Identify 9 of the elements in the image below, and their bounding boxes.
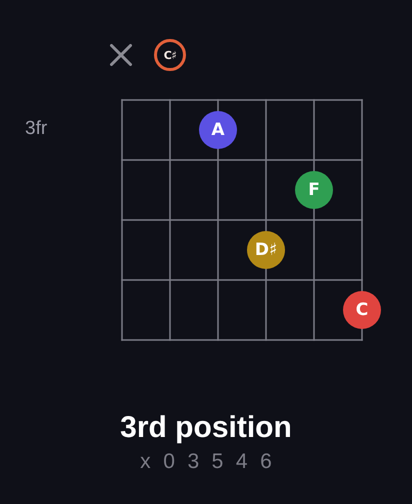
note-name: C (356, 302, 368, 318)
open-string-marker (154, 39, 186, 71)
note-name: D♯ (254, 242, 278, 258)
fret-number: 3fr (25, 119, 48, 138)
note-name: C♯ (164, 50, 176, 60)
note-name: A (211, 122, 225, 138)
fingering-text: x 0 3 5 4 6 (139, 449, 276, 475)
note-name: F (308, 182, 320, 198)
chord-title: 3rd position (120, 410, 292, 446)
